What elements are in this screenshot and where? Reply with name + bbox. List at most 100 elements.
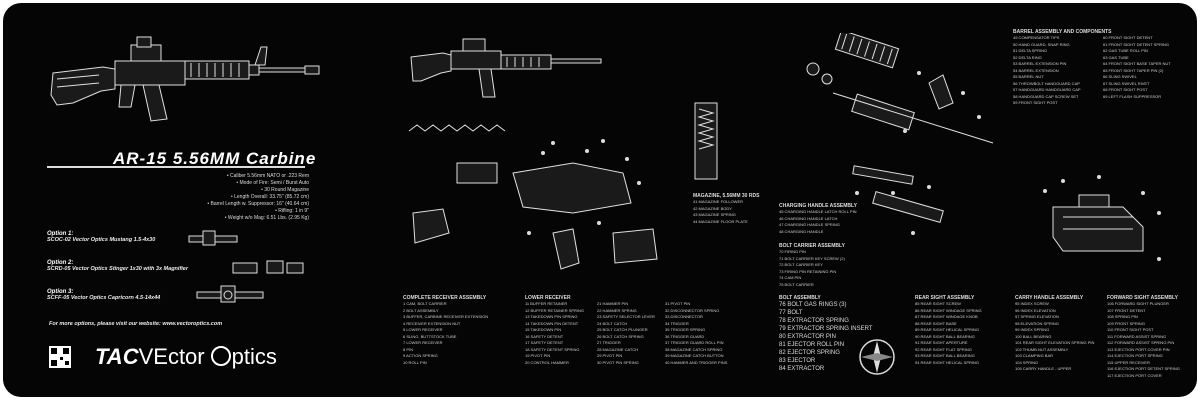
section-heading: BARREL ASSEMBLY AND COMPONENTS: [1013, 29, 1112, 35]
magazine-exploded-diagram: [694, 102, 718, 180]
part-item: 67 SLING SWIVEL RIVET: [1103, 80, 1150, 86]
part-item: 31 PIVOT PIN: [665, 301, 691, 306]
gun-cleaning-mat: AR-15 5.56MM Carbine • Caliber 5.56mm NA…: [3, 3, 1197, 397]
option-detail: SCOC-02 Vector Optics Mustang 1.5-4x30: [47, 237, 156, 243]
spec-line: • Rifling: 1 in 9": [275, 208, 309, 214]
part-item: 111 FORWARD ASSIST SPRING: [1107, 333, 1167, 339]
section-heading: BOLT ASSEMBLY: [779, 295, 821, 301]
part-item: 84 EXTRACTOR: [779, 366, 825, 372]
option-heading: Option 1:: [47, 231, 74, 237]
part-item: 69 LEFT FLASH SUPPRESSOR: [1103, 93, 1162, 99]
part-item: 59 FRONT SIGHT POST: [1013, 100, 1058, 105]
part-item: 42 MAGAZINE BODY: [693, 205, 732, 211]
part-item: 24 BOLT CATCH: [597, 320, 628, 326]
part-item: 14 TAKEDOWN PIN DETENT: [525, 320, 579, 326]
option-heading: Option 3:: [47, 289, 74, 295]
part-item: 33 DISCONNECTOR: [665, 314, 703, 319]
part-item: 20 CONTROL HAMMER: [525, 359, 569, 365]
part-item: 55 BARREL NUT: [1013, 74, 1044, 79]
part-item: 23 SAFETY SELECTOR LEVER: [597, 314, 655, 319]
part-item: 62 GAS TUBE ROLL PIN: [1103, 48, 1148, 53]
part-item: 56 THROWBOLT HANDGUARD CAP: [1013, 80, 1080, 86]
option-heading: Option 2:: [47, 260, 74, 266]
part-item: 2 BOLT ASSEMBLY: [403, 307, 439, 313]
bolt-assembly-section: BOLT ASSEMBLY 76 BOLT GAS RINGS (3) 77 B…: [779, 295, 899, 373]
part-item: 72 BOLT CARRIER KEY: [779, 262, 823, 267]
part-item: 5 LOWER RECEIVER: [403, 327, 443, 332]
part-item: 43 MAGAZINE SPRING: [693, 212, 736, 217]
bolt-carrier-section: BOLT CARRIER ASSEMBLY 70 FIRING PIN 71 B…: [779, 243, 845, 288]
part-item: 89 REAR SIGHT HELICAL SPRING: [915, 327, 980, 332]
part-item: 94 REAR SIGHT HELICAL SPRING: [915, 359, 980, 365]
part-item: 3 BUFFER, CARBINE RECEIVER EXTENSION: [403, 314, 489, 319]
part-item: 87 REAR SIGHT WINDAGE KNOB: [915, 314, 978, 319]
part-item: 78 EXTRACTOR SPRING: [779, 318, 849, 324]
charging-handle-section: CHARGING HANDLE ASSEMBLY 45 CHARGING HAN…: [779, 203, 857, 235]
part-item: 40 HAMMER AND TRIGGER PINS: [665, 359, 728, 365]
section-heading: CHARGING HANDLE ASSEMBLY: [779, 203, 857, 209]
qr-code-icon: [49, 346, 71, 368]
option-1: Option 1: SCOC-02 Vector Optics Mustang …: [47, 231, 155, 243]
optics-o-icon: [210, 346, 231, 366]
part-item: 45 CHARGING HANDLE LATCH ROLL PIN: [779, 209, 857, 214]
part-item: 19 PIVOT PIN: [525, 353, 551, 358]
complete-receiver-section: COMPLETE RECEIVER ASSEMBLY 1 CAM, BOLT C…: [403, 295, 507, 366]
part-item: 28 MAGAZINE CATCH: [597, 346, 639, 352]
part-item: 80 EXTRACTOR PIN: [779, 334, 836, 340]
forward-sight-section: FORWARD SIGHT ASSEMBLY 106 FORWARD SIGHT…: [1107, 295, 1191, 379]
part-item: 21 HAMMER PIN: [597, 301, 629, 306]
part-item: 64 FRONT SIGHT BASE TAPER NUT: [1103, 61, 1171, 66]
part-item: 116 EJECTION PORT DETENT SPRING: [1107, 366, 1180, 371]
part-item: 66 SLING SWIVEL: [1103, 74, 1137, 79]
part-item: 49 COMPENSATOR TIPS: [1013, 35, 1060, 40]
spec-line: • Weight w/o Mag: 6.51 Lbs. (2.95 Kg): [224, 215, 309, 221]
part-item: 73 FIRING PIN RETAINING PIN: [779, 268, 837, 274]
spec-line: • 30 Round Magazine: [261, 187, 309, 193]
part-item: 99 INDEX SPRING: [1015, 327, 1050, 332]
magazine-section: MAGAZINE, 5.56MM 30 RDS 41 MAGAZINE FOLL…: [693, 193, 759, 225]
part-item: 35 TRIGGER SPRING: [665, 327, 706, 332]
part-item: 7 LOWER RECEIVER: [403, 340, 443, 345]
part-item: 95 INDEX SCREW: [1015, 301, 1049, 306]
section-heading: COMPLETE RECEIVER ASSEMBLY: [403, 295, 487, 301]
part-item: 115 UPPER RECEIVER: [1107, 359, 1150, 365]
part-item: 101 REAR SIGHT ELEVATION SPRING PIN: [1015, 340, 1095, 345]
brand-vector: VEctor: [138, 344, 205, 369]
part-item: 51 DELTA SPRING: [1013, 48, 1048, 53]
part-item: 107 FRONT DETENT: [1107, 307, 1146, 313]
bolt-carrier-exploded-diagram: [852, 165, 944, 235]
part-item: 4 RECEIVER EXTENSION NUT: [403, 320, 461, 326]
part-item: 91 REAR SIGHT APERTURE: [915, 340, 968, 345]
section-heading: MAGAZINE, 5.56MM 30 RDS: [693, 193, 760, 199]
option-detail: SCRD-05 Vector Optics Stinger 1x30 with …: [47, 266, 189, 272]
part-item: 8 PIN: [403, 346, 414, 352]
part-item: 25 BOLT CATCH PLUNGER: [597, 327, 648, 332]
option-2: Option 2: SCRD-05 Vector Optics Stinger …: [47, 260, 188, 272]
part-item: 18 SAFETY DETENT SPRING: [525, 346, 580, 352]
part-item: 1 CAM, BOLT CARRIER: [403, 301, 447, 306]
part-item: 63 GAS TUBE: [1103, 54, 1129, 60]
part-item: 88 REAR SIGHT BASE: [915, 320, 957, 326]
part-item: 100 BALL BEARING: [1015, 333, 1052, 339]
part-item: 26 BOLT CATCH SPRING: [597, 333, 644, 339]
part-item: 70 FIRING PIN: [779, 249, 806, 254]
part-item: 77 BOLT: [779, 310, 803, 316]
part-item: 52 DELTA RING: [1013, 54, 1042, 60]
part-item: 117 EJECTION PORT COVER: [1107, 372, 1162, 378]
part-item: 68 FRONT SIGHT POST: [1103, 87, 1148, 92]
part-item: 37 TRIGGER GUARD ROLL PIN: [665, 340, 724, 345]
part-item: 110 FRONT SIGHT POST: [1107, 327, 1154, 332]
lower-receiver-section: LOWER RECEIVER 11 BUFFER RETAINER 12 BUF…: [525, 295, 739, 366]
part-item: 113 EJECTION PORT COVER PIN: [1107, 346, 1170, 352]
part-item: 85 REAR SIGHT SCREW: [915, 301, 961, 306]
part-item: 102 THUMB NUT ASSEMBLY: [1015, 346, 1069, 352]
part-item: 60 FRONT SIGHT DETENT: [1103, 35, 1153, 40]
section-heading: CARRY HANDLE ASSEMBLY: [1015, 295, 1084, 301]
part-item: 105 CARRY HANDLE - UPPER: [1015, 366, 1072, 371]
brand-tac: TAC: [95, 344, 139, 369]
spec-line: • Caliber 5.56mm NATO or .223 Rem: [226, 173, 309, 179]
rear-sight-section: REAR SIGHT ASSEMBLY 85 REAR SIGHT SCREW …: [915, 295, 1007, 366]
part-item: 11 BUFFER RETAINER: [525, 301, 568, 306]
part-item: 34 TRIGGER: [665, 320, 689, 326]
